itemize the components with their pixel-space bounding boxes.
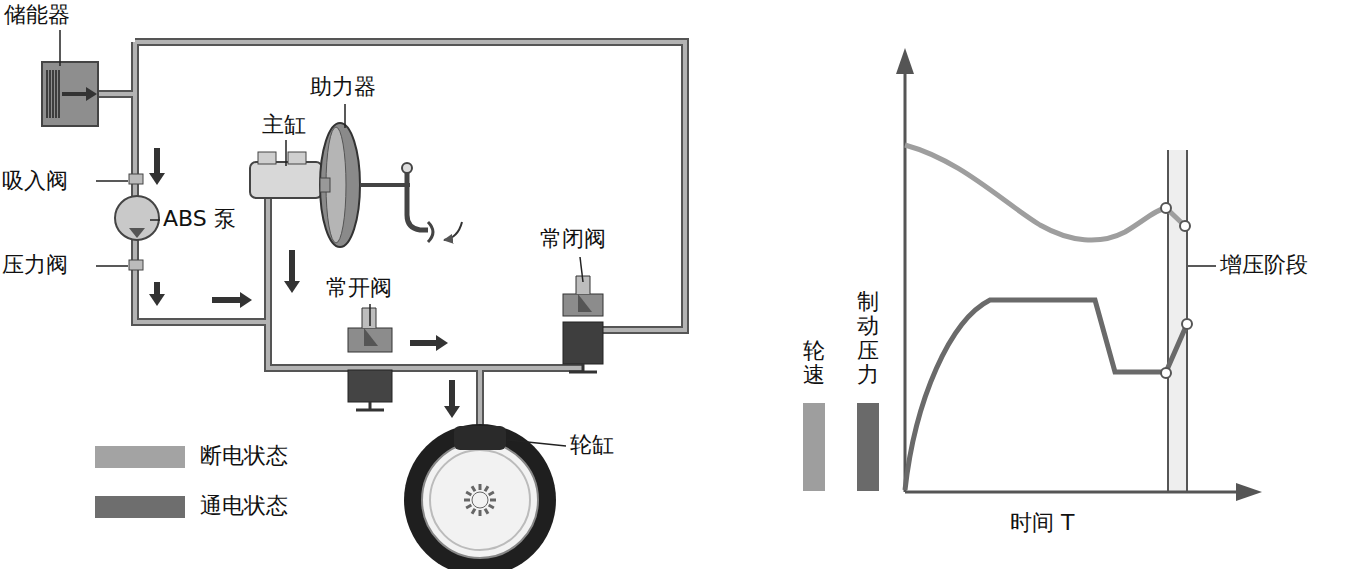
pressure-valve-label: 压力阀 bbox=[2, 252, 68, 278]
wheel-cylinder-label: 轮缸 bbox=[570, 432, 614, 458]
legend-text: 轮速 bbox=[803, 339, 825, 387]
accumulator bbox=[42, 62, 98, 126]
axis-title: 时间 T bbox=[1010, 510, 1074, 536]
suction-valve-label: 吸入阀 bbox=[2, 168, 68, 194]
valve-label: 常闭阀 bbox=[540, 226, 606, 252]
leader-lines bbox=[60, 30, 1216, 446]
flow-arrows bbox=[149, 148, 460, 418]
legend-swatch bbox=[803, 403, 825, 491]
accumulator-label: 储能器 bbox=[4, 2, 70, 28]
wheel bbox=[404, 424, 556, 569]
chart bbox=[896, 48, 1262, 501]
hydraulic-pipes bbox=[98, 42, 685, 428]
pressure-valve bbox=[129, 260, 143, 270]
valve-label: 常开阀 bbox=[326, 275, 392, 301]
suction-valve bbox=[129, 174, 143, 184]
brake-pressure-curve bbox=[905, 300, 1187, 490]
brake-booster bbox=[320, 123, 462, 247]
pump-label: ABS 泵 bbox=[163, 206, 236, 232]
booster-label: 助力器 bbox=[310, 74, 376, 100]
abs-pump bbox=[115, 196, 159, 240]
legend-swatch bbox=[95, 446, 185, 468]
legend-swatch bbox=[95, 496, 185, 518]
legend-text: 通电状态 bbox=[200, 493, 288, 519]
wheel-cylinder bbox=[454, 426, 506, 450]
wheel-speed-curve bbox=[905, 145, 1185, 240]
legend-text: 制动压力 bbox=[857, 290, 879, 387]
master-cylinder-label: 主缸 bbox=[262, 112, 306, 138]
legend-text: 断电状态 bbox=[200, 443, 288, 469]
phase-label: 增压阶段 bbox=[1220, 252, 1308, 278]
legend-swatch bbox=[857, 403, 879, 491]
normally-closed-valve bbox=[563, 276, 603, 372]
